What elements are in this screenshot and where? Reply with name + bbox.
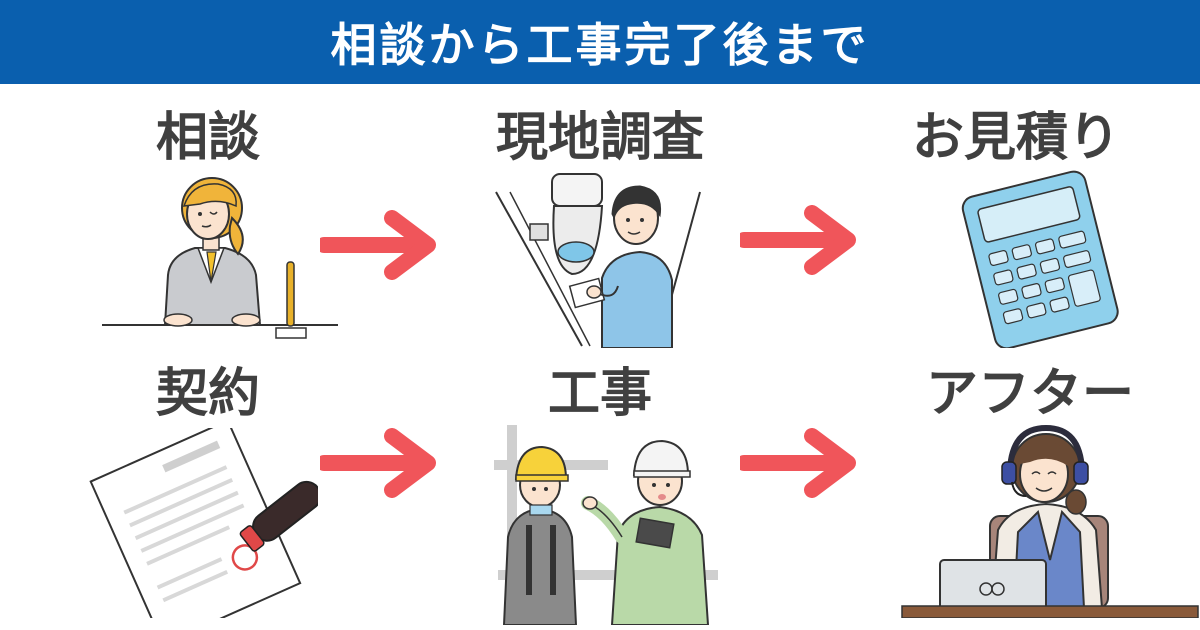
arrow-right-icon xyxy=(740,205,856,275)
step-label-estimate: お見積り xyxy=(911,108,1120,168)
step-label-consultation: 相談 xyxy=(155,108,260,168)
arrow-right-icon xyxy=(740,428,856,498)
consultant-icon xyxy=(102,177,338,339)
step-label-construction: 工事 xyxy=(547,364,652,424)
banner-title: 相談から工事完了後まで xyxy=(330,18,870,72)
arrow-right-icon xyxy=(320,210,436,280)
contract-icon xyxy=(89,428,318,618)
header-banner: 相談から工事完了後まで xyxy=(0,0,1200,84)
step-label-contract: 契約 xyxy=(155,364,260,424)
arrow-right-icon xyxy=(320,428,436,498)
calculator-icon xyxy=(961,170,1119,348)
support-operator-icon xyxy=(901,424,1199,618)
step-label-after-service: アフター xyxy=(925,364,1134,424)
step-label-site-survey: 現地調査 xyxy=(495,108,704,168)
construction-workers-icon xyxy=(494,425,718,625)
site-survey-icon xyxy=(495,173,701,348)
